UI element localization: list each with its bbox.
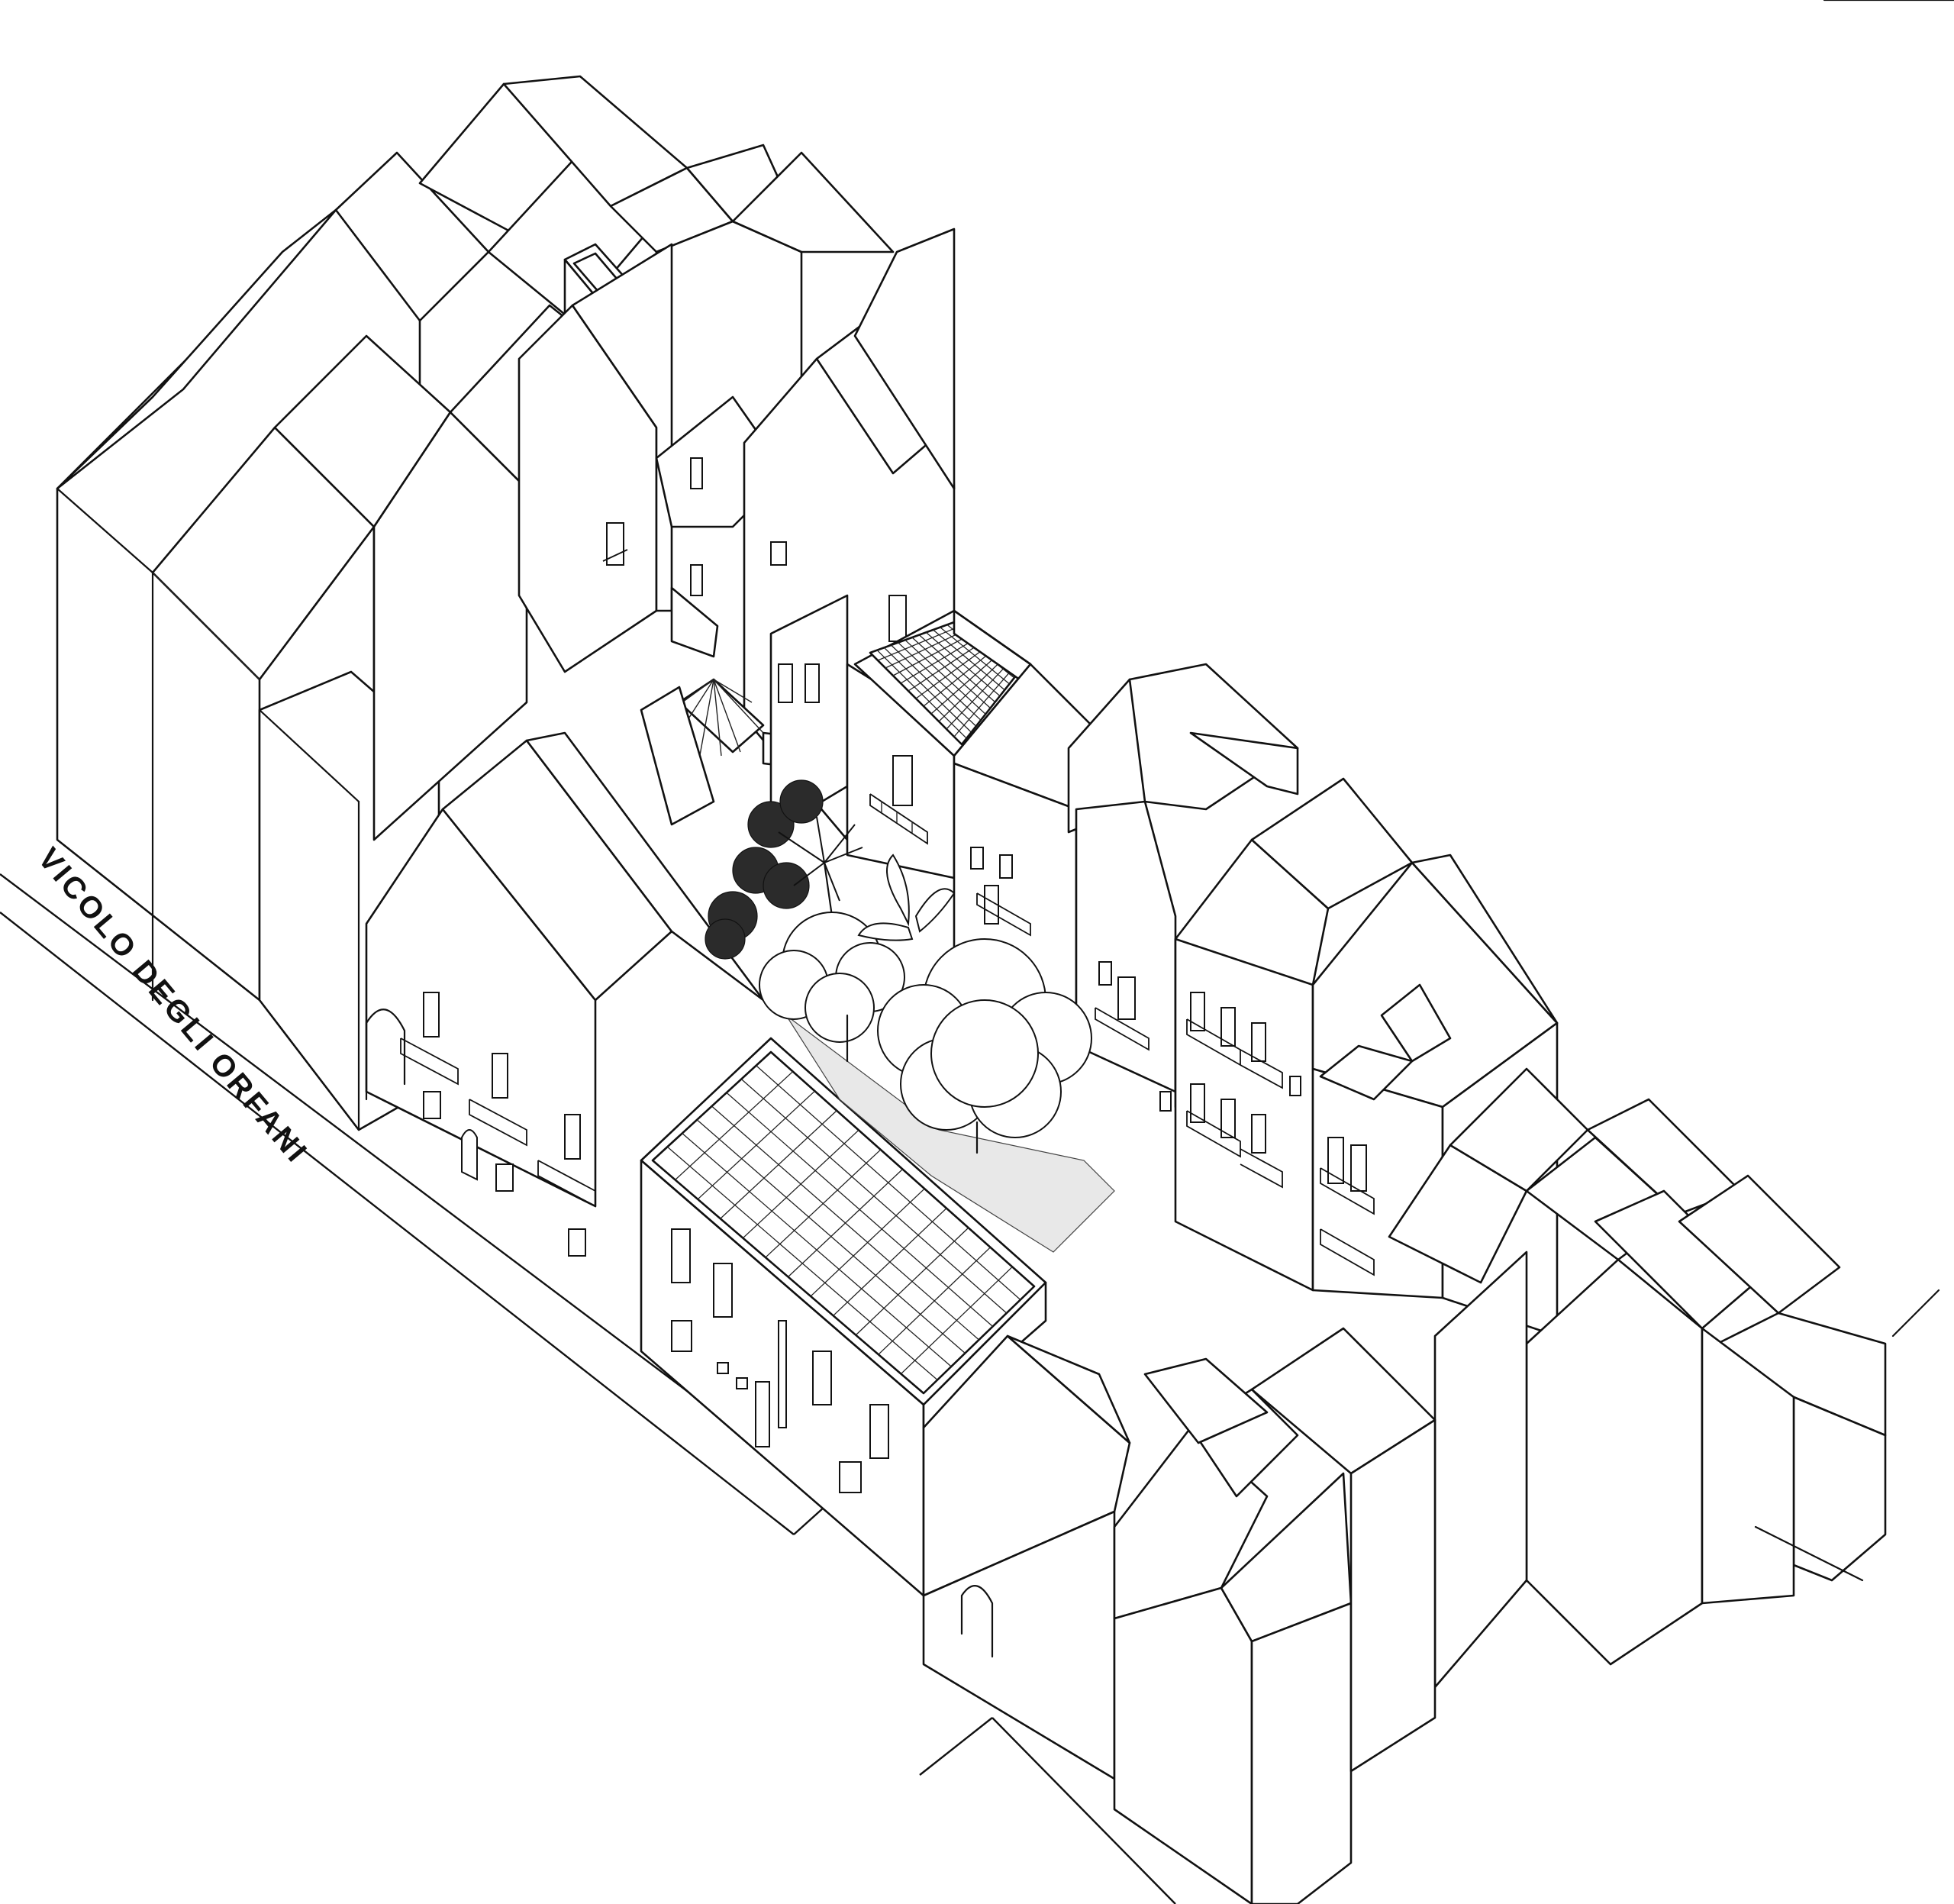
window [606, 522, 624, 566]
grid-line [742, 1129, 859, 1239]
grid-line [720, 1110, 837, 1219]
grid-line [833, 1208, 947, 1316]
window [495, 1163, 514, 1192]
grid-line [697, 1090, 815, 1200]
window [736, 1377, 748, 1389]
window [812, 1351, 832, 1405]
window [839, 1461, 862, 1493]
building-lattice-roof [853, 609, 1032, 757]
grid-line [877, 625, 960, 661]
window [423, 992, 440, 1038]
window [690, 457, 703, 489]
window [888, 595, 907, 642]
window [1190, 992, 1205, 1031]
grid-line [675, 1071, 794, 1180]
grid-line [855, 1227, 969, 1336]
window [423, 1091, 441, 1119]
window [1350, 1144, 1367, 1192]
window [1190, 1083, 1205, 1123]
window [564, 1114, 581, 1160]
grid-line [892, 634, 971, 676]
grid-line [923, 650, 992, 707]
grid-line [938, 659, 1004, 722]
building-front-left [365, 731, 765, 1257]
window [1220, 1007, 1236, 1047]
grid-line [788, 1169, 903, 1277]
courtyard-gravel [785, 1015, 1115, 1253]
grid-line [915, 646, 987, 699]
edge-lines [1823, 0, 1954, 1338]
window [1289, 1076, 1301, 1096]
buildings-centre-back [518, 243, 788, 673]
courtyard-trees [705, 779, 1092, 1154]
grid-line [900, 1266, 1013, 1375]
window [1327, 1137, 1344, 1184]
window [1159, 1091, 1172, 1112]
window [1098, 961, 1112, 986]
grid-line [946, 663, 1009, 730]
window [671, 1228, 691, 1283]
window [1117, 976, 1136, 1020]
window [713, 1263, 733, 1318]
window [671, 1320, 692, 1352]
window [778, 663, 793, 703]
window [690, 564, 703, 596]
window [869, 1404, 889, 1459]
window [970, 847, 984, 870]
window [892, 755, 913, 806]
window [717, 1362, 729, 1374]
drainpipe [778, 1320, 787, 1428]
tree-banana [857, 854, 956, 941]
window [999, 854, 1013, 879]
grid-line [810, 1188, 925, 1297]
grid-line [878, 1247, 991, 1355]
grid-line [900, 638, 976, 684]
window [492, 1053, 508, 1099]
tree-palm [778, 816, 863, 918]
tree-dark-cluster [705, 779, 824, 960]
window [1251, 1114, 1266, 1154]
window [568, 1228, 586, 1257]
tree-large-light [877, 938, 1092, 1154]
window [1251, 1022, 1266, 1062]
building-glass-roof [640, 1037, 1047, 1597]
window [770, 541, 787, 566]
tree-broad-dark [759, 912, 905, 1063]
grid-line [765, 1149, 882, 1258]
grid-line [953, 667, 1014, 737]
buildings-far-right-lower [1388, 1067, 1887, 1689]
door [755, 1381, 770, 1447]
grid-line [885, 630, 966, 669]
window [1220, 1099, 1236, 1138]
grid-line [908, 642, 982, 692]
grid-line [930, 654, 998, 715]
buildings-front-lower [922, 1327, 1436, 1904]
window [804, 663, 820, 703]
